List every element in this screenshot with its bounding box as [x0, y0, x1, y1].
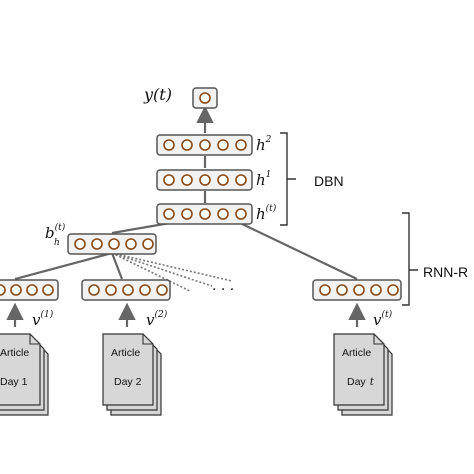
h1-label: h1 [256, 170, 271, 189]
unit [163, 139, 175, 151]
output-unit [199, 92, 211, 104]
output-layer [192, 87, 218, 109]
dbn-bracket [280, 132, 296, 226]
unit [199, 174, 211, 186]
document-stack-1: Article Day 1 [0, 333, 49, 416]
unit [163, 208, 175, 220]
bias-label: b(t)h [45, 222, 66, 248]
unit [235, 174, 247, 186]
dbn-layer-h1 [156, 169, 253, 191]
ellipsis: · · · [212, 282, 234, 298]
document-stack-2: Article Day 2 [102, 333, 162, 416]
h2-label: h2 [256, 135, 272, 154]
unit [42, 284, 54, 296]
ht-label: h(t) [256, 203, 277, 223]
unit [370, 284, 382, 296]
unit [235, 139, 247, 151]
unit [74, 238, 86, 250]
unit [10, 284, 22, 296]
input-layer-1 [0, 279, 59, 301]
doc-t-line1: Article [342, 347, 371, 359]
dbn-label: DBN [314, 173, 344, 189]
unit [217, 174, 229, 186]
unit [387, 284, 399, 296]
unit [217, 208, 229, 220]
unit [235, 208, 247, 220]
dotted-edge-3 [111, 252, 191, 292]
dbn-layer-ht [156, 203, 253, 225]
unit [353, 284, 365, 296]
unit [108, 238, 120, 250]
unit [142, 238, 154, 250]
unit [139, 284, 151, 296]
dbn-layer-h2 [156, 134, 253, 156]
input-1-label: v(1) [32, 309, 54, 329]
input-2-label: v(2) [146, 309, 168, 329]
input-t-label: v(t) [373, 309, 393, 329]
unit [181, 174, 193, 186]
unit [26, 284, 38, 296]
unit [163, 174, 175, 186]
unit [156, 284, 168, 296]
unit [91, 238, 103, 250]
unit [0, 284, 6, 296]
unit [125, 238, 137, 250]
unit [105, 284, 117, 296]
input-layer-t [312, 279, 402, 301]
output-label: y(t) [143, 85, 172, 104]
unit [181, 208, 193, 220]
dotted-edge-1 [111, 252, 233, 282]
unit [336, 284, 348, 296]
doc-2-line1: Article [111, 347, 140, 359]
connections [6, 105, 366, 327]
dotted-edge-2 [111, 252, 213, 287]
edge-bias-to-input-2 [110, 252, 124, 280]
unit [181, 139, 193, 151]
input-layer-2 [81, 279, 171, 301]
unit [122, 284, 134, 296]
rnn-bracket [402, 212, 418, 306]
unit [199, 208, 211, 220]
unit [217, 139, 229, 151]
edge-bias-to-input-1 [14, 251, 113, 281]
doc-1-line2: Day 1 [0, 376, 28, 388]
doc-2-line2: Day 2 [114, 376, 142, 388]
bias-layer [67, 233, 157, 255]
unit [199, 139, 211, 151]
unit [88, 284, 100, 296]
edge-ht-to-input-t [239, 222, 358, 280]
doc-1-line1: Article [0, 347, 29, 359]
rnn-label: RNN-R [423, 264, 468, 280]
unit [319, 284, 331, 296]
